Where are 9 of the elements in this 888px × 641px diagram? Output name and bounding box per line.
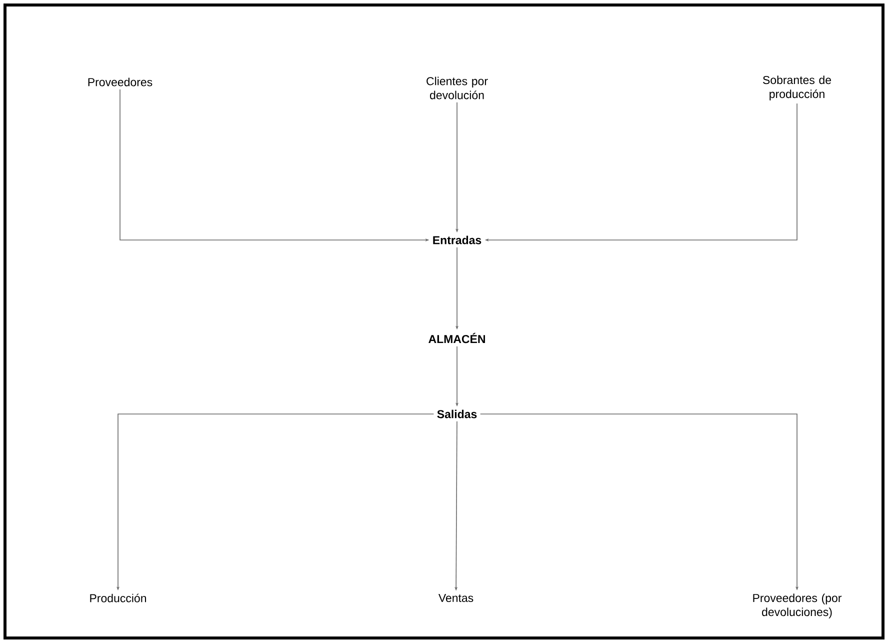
hub-label: Salidas (437, 410, 477, 418)
hub-label: Entradas (433, 236, 482, 244)
flow-label: Sobrantes de producción (763, 76, 831, 100)
flow-label: Ventas (438, 594, 474, 602)
flow-label: Clientes por devolución (426, 76, 488, 100)
hub-label: ALMACÉN (428, 332, 485, 344)
flow-label: Producción (90, 594, 146, 602)
flow-label: Proveedores (88, 78, 152, 86)
flow-label: Proveedores (por devoluciones) (753, 594, 842, 618)
